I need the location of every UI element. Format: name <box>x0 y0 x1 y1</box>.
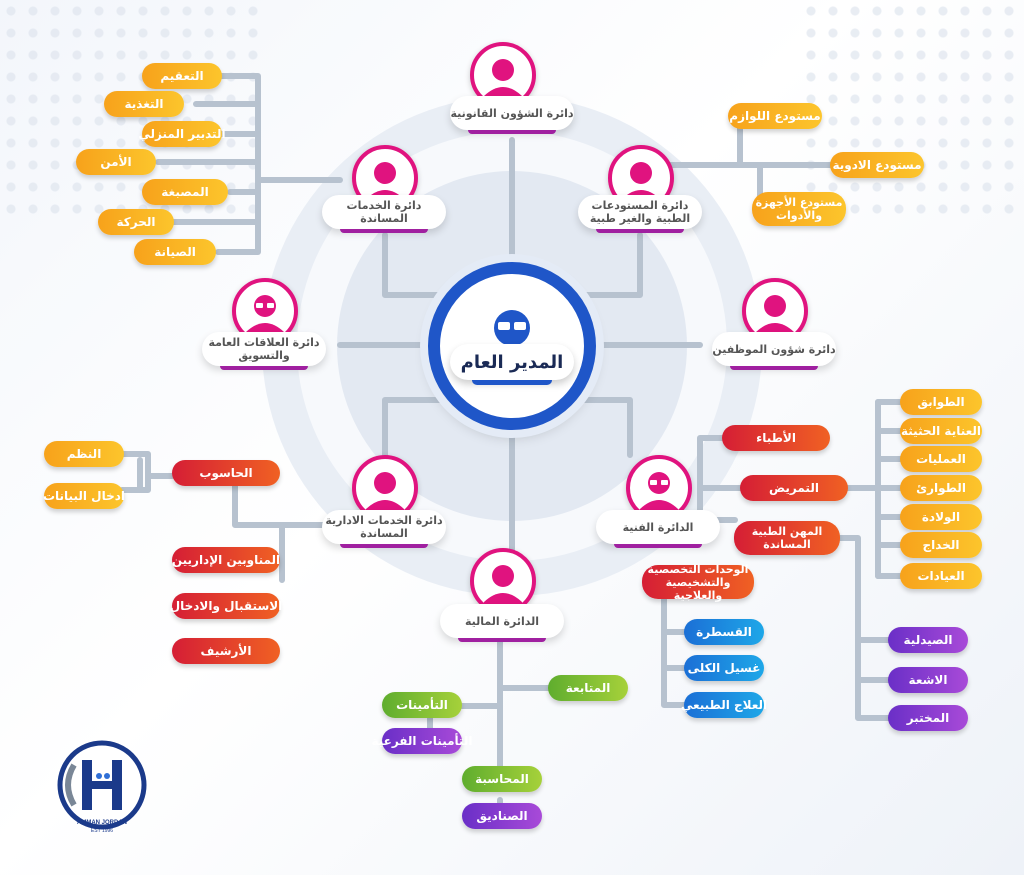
unit-archive[interactable]: الأرشيف <box>172 638 280 664</box>
unit-maternity[interactable]: الولادة <box>900 504 982 530</box>
unit-transport[interactable]: الحركة <box>98 209 174 235</box>
unit-specialized[interactable]: الوحدات التخصصية والتشخيصية والعلاجية <box>642 563 754 602</box>
unit-maintenance[interactable]: الصيانة <box>134 239 216 265</box>
unit-radiology[interactable]: الاشعة <box>888 667 968 693</box>
unit-dialysis[interactable]: غسيل الكلى <box>684 655 764 681</box>
unit-equipment-store[interactable]: مستودع الأجهزة والأدوات <box>752 192 846 226</box>
unit-reception[interactable]: الاستقبال والادخال <box>170 593 282 619</box>
unit-accounting[interactable]: المحاسبة <box>462 766 542 792</box>
dept-public-relations[interactable]: دائرة العلاقات العامة والتسويق <box>202 332 326 370</box>
unit-systems[interactable]: النظم <box>44 441 124 467</box>
dept-support-services[interactable]: دائرة الخدمات المساندة <box>322 195 446 233</box>
unit-clinics[interactable]: العيادات <box>900 563 982 589</box>
unit-admin-shifts[interactable]: المناوبين الإداريين <box>172 547 280 573</box>
dept-staff-affairs[interactable]: دائرة شؤون الموظفين <box>712 332 836 370</box>
unit-allied-professions[interactable]: المهن الطبية المساندة <box>734 521 840 555</box>
logo-caption: AMMAN JORDAN <box>77 820 127 826</box>
dot-pattern <box>800 0 1024 220</box>
unit-sub-insurance[interactable]: التأمينات الفرعية <box>371 728 473 754</box>
unit-sterilization[interactable]: التعقيم <box>142 63 222 89</box>
unit-followup[interactable]: المتابعة <box>548 675 628 701</box>
unit-laundry[interactable]: المصبغة <box>142 179 228 205</box>
unit-icu[interactable]: العناية الحثيثة <box>900 418 982 444</box>
general-manager-label[interactable]: المدير العام <box>450 344 574 385</box>
unit-supplies-store[interactable]: مستودع اللوازم <box>728 103 822 129</box>
unit-pharmacy[interactable]: الصيدلية <box>888 627 968 653</box>
unit-floors[interactable]: الطوابق <box>900 389 982 415</box>
unit-nursing[interactable]: التمريض <box>740 475 848 501</box>
dept-admin-services[interactable]: دائرة الخدمات الادارية المساندة <box>322 510 446 548</box>
unit-emergency[interactable]: الطوارئ <box>900 475 982 501</box>
unit-funds[interactable]: الصناديق <box>462 803 542 829</box>
finance-avatar-icon <box>470 548 536 614</box>
unit-catheterization[interactable]: القسطرة <box>684 619 764 645</box>
hospital-logo: AMMAN JORDAN EST 1996 <box>52 740 152 840</box>
hospital-logo-icon <box>57 740 147 830</box>
unit-security[interactable]: الأمن <box>76 149 156 175</box>
logo-est: EST 1996 <box>90 828 114 834</box>
unit-insurance[interactable]: التأمينات <box>382 692 462 718</box>
dept-legal[interactable]: دائرة الشؤون القانونية <box>450 96 574 134</box>
unit-medicine-store[interactable]: مستودع الادوية <box>830 152 924 178</box>
dept-warehouses[interactable]: دائرة المستودعات الطبية والغير طبية <box>578 195 702 233</box>
unit-housekeeping[interactable]: التدبير المنزلي <box>138 121 226 147</box>
dept-finance[interactable]: الدائرة المالية <box>440 604 564 642</box>
unit-physiotherapy[interactable]: العلاج الطبيعي <box>681 692 767 718</box>
unit-computer[interactable]: الحاسوب <box>172 460 280 486</box>
dept-technical[interactable]: الدائرة الفنية <box>596 510 720 548</box>
unit-doctors[interactable]: الأطباء <box>722 425 830 451</box>
unit-data-entry[interactable]: ادخال البيانات <box>43 483 125 509</box>
unit-laboratory[interactable]: المختبر <box>888 705 968 731</box>
unit-operations[interactable]: العمليات <box>900 446 982 472</box>
unit-nutrition[interactable]: التغذية <box>104 91 184 117</box>
unit-nicu[interactable]: الخداج <box>900 532 982 558</box>
